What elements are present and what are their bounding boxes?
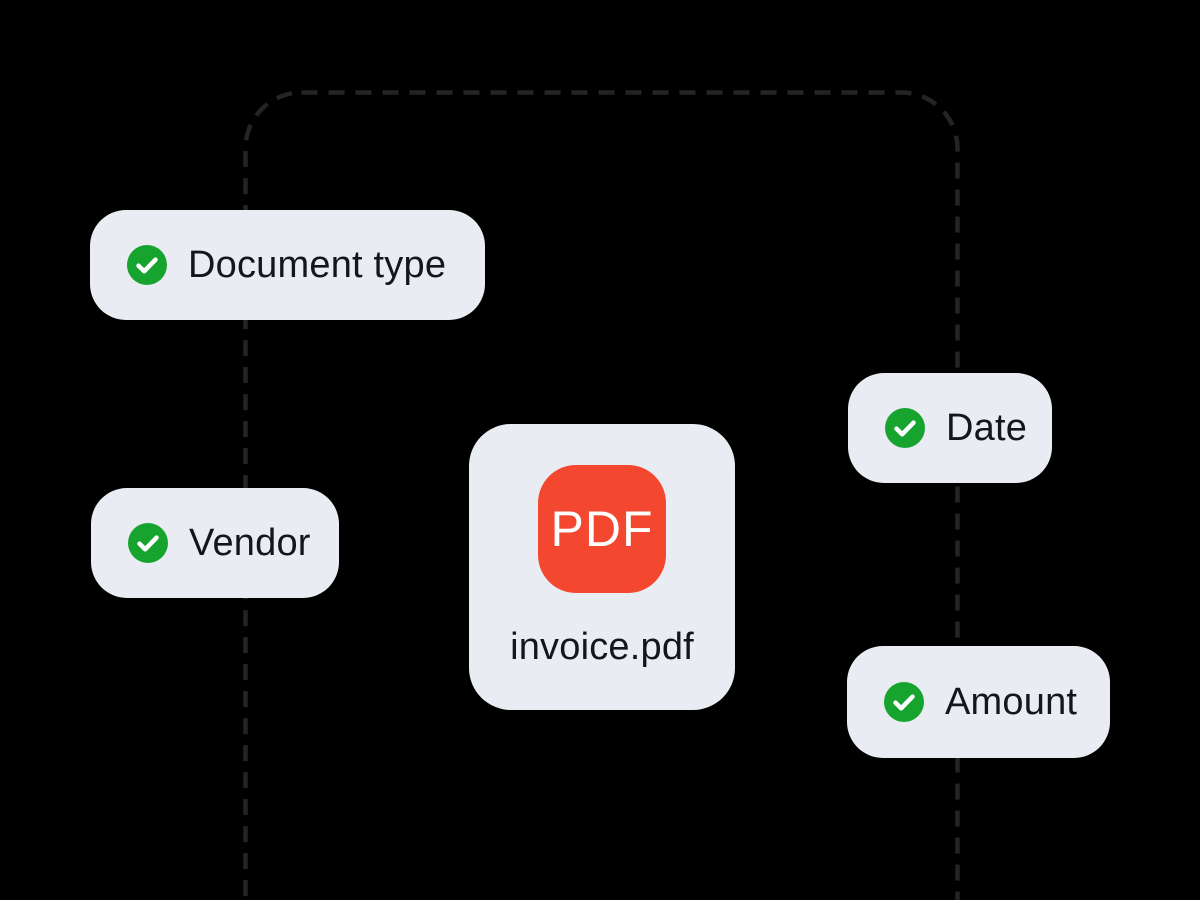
check-icon xyxy=(127,245,167,285)
chip-label: Document type xyxy=(188,243,447,286)
file-name: invoice.pdf xyxy=(510,626,694,668)
check-icon xyxy=(884,682,924,722)
field-chip-document-type: Document type xyxy=(90,210,485,320)
chip-label: Vendor xyxy=(189,521,311,564)
check-icon xyxy=(885,408,925,448)
pdf-badge-label: PDF xyxy=(550,501,654,557)
field-chip-vendor: Vendor xyxy=(91,488,339,598)
chip-label: Date xyxy=(946,406,1028,449)
pdf-badge: PDF xyxy=(538,465,666,593)
check-icon xyxy=(128,523,168,563)
chip-label: Amount xyxy=(945,680,1078,723)
field-chip-amount: Amount xyxy=(847,646,1110,758)
field-chip-date: Date xyxy=(848,373,1052,483)
file-card: PDF invoice.pdf xyxy=(469,424,735,710)
